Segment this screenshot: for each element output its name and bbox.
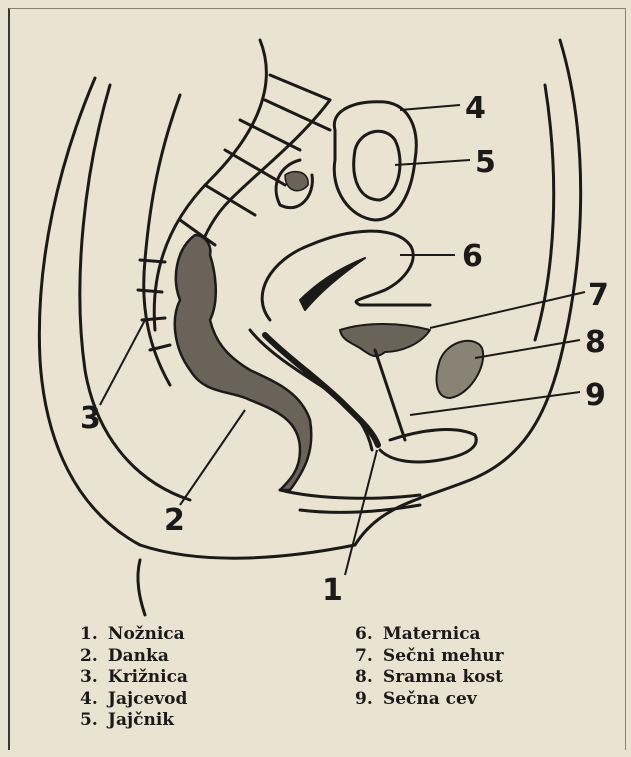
legend-item: 1. Nožnica <box>80 624 188 646</box>
callout-1: 1 <box>322 573 343 608</box>
vertebra-2 <box>265 75 330 130</box>
ovarian-fill <box>285 172 308 191</box>
vertebra-1 <box>180 120 300 245</box>
leader-5 <box>395 160 470 165</box>
leader-7 <box>430 292 585 328</box>
spine-curve-1 <box>144 95 180 385</box>
legend-item: 9. Sečna cev <box>355 689 504 711</box>
leg-line <box>138 560 145 615</box>
pubic-ring <box>380 430 476 462</box>
urethra <box>375 350 405 440</box>
legend-item: 7. Sečni mehur <box>355 646 504 668</box>
legend-item: 8. Sramna kost <box>355 667 504 689</box>
uterus <box>262 231 430 320</box>
legend-item: 2. Danka <box>80 646 188 668</box>
callout-7: 7 <box>588 278 609 313</box>
ovary <box>354 131 400 200</box>
callout-5: 5 <box>475 145 496 180</box>
legend-item: 5. Jajčnik <box>80 710 188 732</box>
leader-2 <box>180 410 245 505</box>
legend-item: 3. Križnica <box>80 667 188 689</box>
callout-3: 3 <box>80 401 101 436</box>
legend-right: 6. Maternica 7. Sečni mehur 8. Sramna ko… <box>355 624 504 710</box>
leader-4 <box>400 105 460 110</box>
legend-item: 6. Maternica <box>355 624 504 646</box>
callout-9: 9 <box>585 378 606 413</box>
body-outline-inner <box>80 85 190 500</box>
rectum <box>175 235 312 490</box>
leader-8 <box>475 340 580 358</box>
leader-3 <box>100 320 145 405</box>
legend-item: 4. Jajcevod <box>80 689 188 711</box>
bladder <box>340 324 430 356</box>
callout-2: 2 <box>164 503 185 538</box>
callout-6: 6 <box>462 239 483 274</box>
callout-8: 8 <box>585 325 606 360</box>
legend-left: 1. Nožnica 2. Danka 3. Križnica 4. Jajce… <box>80 624 188 732</box>
fallopian-tube <box>334 102 416 220</box>
leader-9 <box>410 392 580 415</box>
callout-4: 4 <box>465 91 486 126</box>
perineum-lines <box>280 490 420 512</box>
pubic-bone <box>437 341 484 398</box>
